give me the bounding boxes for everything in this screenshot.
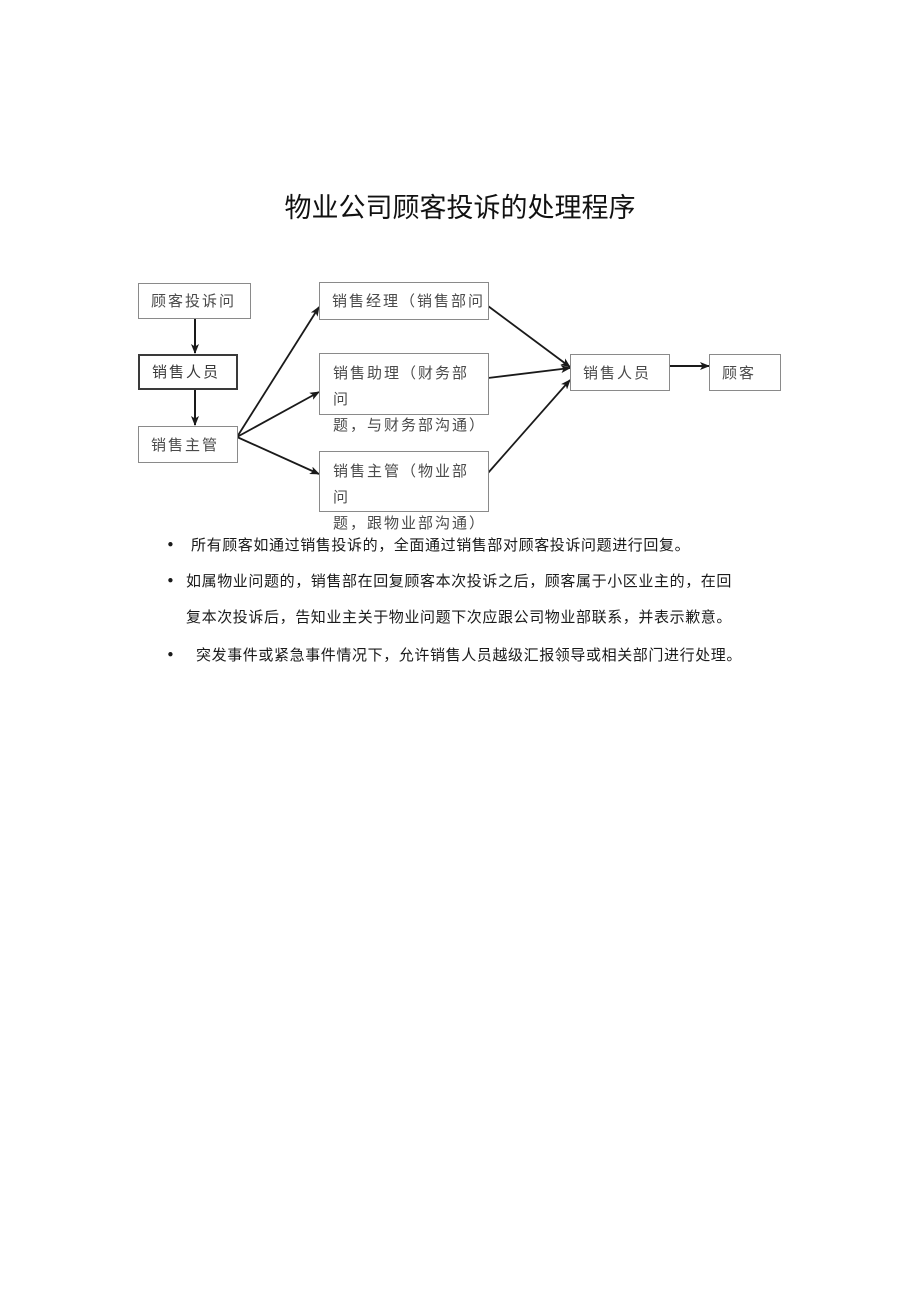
node-sales-staff: 销售人员 — [138, 354, 238, 390]
arrow-property-supervisor-to-sales-staff — [487, 379, 571, 474]
node-label: 销售主管 — [151, 435, 220, 454]
note-item-2: 如属物业问题的，销售部在回复顾客本次投诉之后，顾客属于小区业主的，在回 — [186, 572, 733, 590]
node-label-line2: 题，跟物业部沟通） — [333, 514, 487, 532]
node-sales-assistant: 销售助理（财务部问 题，与财务部沟通） — [319, 353, 489, 434]
node-label: 顾客投诉问 — [151, 292, 237, 310]
complaint-flowchart: 顾客投诉问 销售人员 销售主管 销售经理（销售部问 销售助理（财务部问 题，与财… — [0, 0, 920, 532]
node-customer-complaint: 顾客投诉问 — [138, 283, 251, 319]
flowchart-arrows — [191, 305, 710, 475]
node-label: 销售经理（销售部问 — [332, 292, 486, 310]
bullet-icon: • — [166, 536, 175, 554]
arrow-supervisor-to-property-supervisor — [236, 436, 320, 475]
arrow-manager-to-sales-staff — [487, 305, 571, 368]
note-item-1: 所有顾客如通过销售投诉的，全面通过销售部对顾客投诉问题进行回复。 — [191, 536, 691, 554]
arrow-supervisor-to-manager — [236, 306, 320, 438]
node-sales-manager: 销售经理（销售部问 — [319, 282, 489, 320]
bullet-icon: • — [166, 646, 175, 664]
node-label-line2: 题，与财务部沟通） — [333, 416, 487, 434]
node-label-line1: 销售助理（财务部问 — [333, 364, 470, 408]
note-item-3: 突发事件或紧急事件情况下，允许销售人员越级汇报领导或相关部门进行处理。 — [196, 646, 743, 664]
arrow-assistant-to-sales-staff — [487, 365, 571, 379]
node-customer: 顾客 — [709, 354, 781, 391]
node-label: 销售人员 — [583, 363, 652, 382]
node-label: 销售人员 — [152, 363, 221, 381]
bullet-icon: • — [166, 572, 175, 590]
node-sales-staff-reply: 销售人员 — [570, 354, 670, 391]
page-title: 物业公司顾客投诉的处理程序 — [284, 193, 636, 224]
node-property-supervisor: 销售主管（物业部问 题，跟物业部沟通） — [319, 451, 489, 532]
note-item-2-continued: 复本次投诉后，告知业主关于物业问题下次应跟公司物业部联系，并表示歉意。 — [186, 608, 733, 626]
node-label: 顾客 — [722, 363, 757, 382]
node-sales-supervisor: 销售主管 — [138, 426, 238, 463]
arrow-supervisor-to-assistant — [236, 391, 320, 438]
node-label-line1: 销售主管（物业部问 — [333, 462, 470, 506]
